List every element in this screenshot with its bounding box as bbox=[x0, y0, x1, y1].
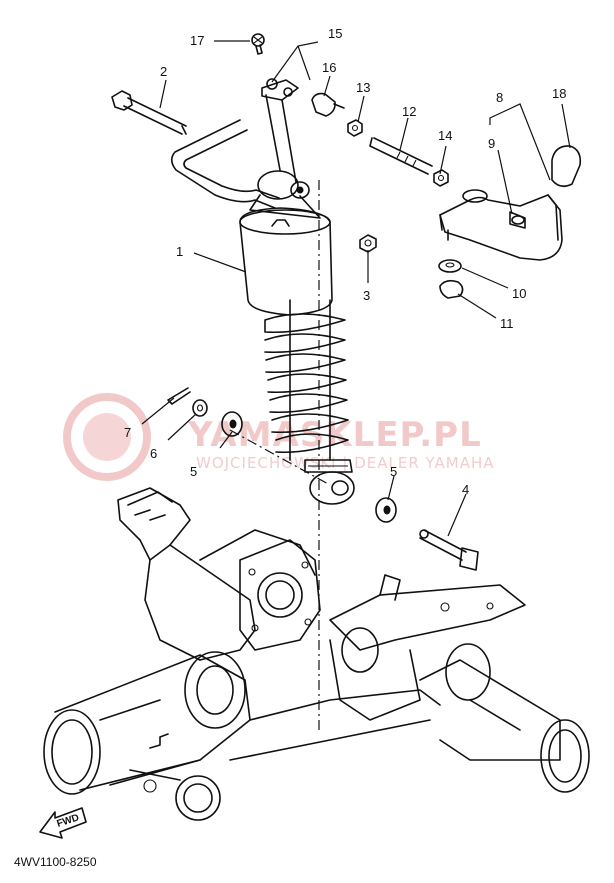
nut-14 bbox=[433, 169, 449, 187]
screw-17 bbox=[251, 33, 265, 55]
pin-7 bbox=[167, 387, 191, 405]
arm-8 bbox=[439, 189, 563, 261]
bracket-15 bbox=[261, 78, 299, 183]
watermark-sub: WOJCIECHOWSKI | DEALER YAMAHA bbox=[196, 454, 495, 472]
cap-16 bbox=[311, 92, 345, 117]
knob-18 bbox=[551, 145, 582, 188]
washer-6 bbox=[192, 399, 208, 417]
swing-arm bbox=[43, 487, 590, 821]
callout-9: 9 bbox=[488, 136, 495, 151]
bushing-5-left bbox=[221, 411, 243, 437]
drawing-code: 4WV1100-8250 bbox=[14, 855, 97, 869]
bolt-4 bbox=[419, 529, 479, 571]
callout-14: 14 bbox=[438, 128, 452, 143]
center-line-bushing bbox=[229, 429, 331, 486]
callout-8: 8 bbox=[496, 90, 503, 105]
callout-18: 18 bbox=[552, 86, 566, 101]
callout-4: 4 bbox=[462, 482, 469, 497]
bolt-2 bbox=[111, 90, 187, 135]
fwd-arrow-icon: FWD bbox=[39, 807, 87, 839]
clip-11 bbox=[439, 279, 464, 299]
callout-7: 7 bbox=[124, 425, 131, 440]
nut-3 bbox=[359, 234, 377, 253]
shock-absorber-1 bbox=[239, 170, 355, 505]
callout-3: 3 bbox=[363, 288, 370, 303]
callout-16: 16 bbox=[322, 60, 336, 75]
callout-labels: 1 2 3 4 5 5 6 7 8 9 10 11 12 13 14 15 16… bbox=[124, 26, 566, 497]
washer-10 bbox=[438, 259, 462, 273]
callout-5a: 5 bbox=[190, 464, 197, 479]
callout-5b: 5 bbox=[390, 464, 397, 479]
callout-17: 17 bbox=[190, 33, 204, 48]
bushing-5-right bbox=[375, 497, 397, 523]
callout-2: 2 bbox=[160, 64, 167, 79]
callout-13: 13 bbox=[356, 80, 370, 95]
callout-15: 15 bbox=[328, 26, 342, 41]
callout-6: 6 bbox=[150, 446, 157, 461]
callout-10: 10 bbox=[512, 286, 526, 301]
fwd-label: FWD bbox=[56, 812, 81, 830]
bolt-12 bbox=[369, 137, 433, 175]
callout-11: 11 bbox=[500, 316, 514, 331]
leader-lines bbox=[141, 40, 571, 537]
callout-1: 1 bbox=[176, 244, 183, 259]
breather-hose bbox=[170, 119, 280, 209]
callout-12: 12 bbox=[402, 104, 416, 119]
nut-13 bbox=[347, 119, 363, 137]
